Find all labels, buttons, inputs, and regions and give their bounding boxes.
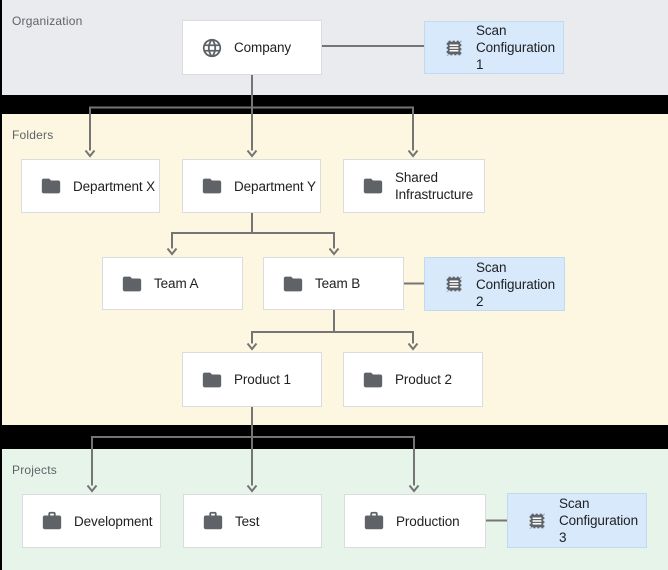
folder-icon [283, 276, 303, 291]
folder-icon [122, 276, 142, 291]
node-label: Scan Configuration 3 [559, 496, 639, 545]
node-team-a: Team A [102, 257, 243, 310]
node-scan-configuration-2: Scan Configuration 2 [424, 257, 565, 311]
node-test: Test [183, 494, 322, 548]
node-label: Department X [73, 178, 156, 194]
node-label: Company [234, 40, 292, 55]
folders-section-label: Folders [12, 128, 54, 142]
node-company: Company [182, 20, 322, 75]
node-label: Product 2 [395, 372, 452, 387]
node-label: Scan Configuration 1 [476, 23, 556, 72]
folder-icon [202, 372, 222, 387]
briefcase-icon [42, 511, 62, 530]
folder-icon [363, 178, 383, 194]
node-scan-configuration-3: Scan Configuration 3 [507, 493, 647, 548]
node-production: Production [344, 494, 486, 548]
scan-config-icon [528, 512, 546, 529]
node-label: Team A [154, 276, 199, 291]
node-label: Shared Infrastructure [395, 170, 474, 202]
organization-section: Organization [2, 0, 668, 95]
node-label: Scan Configuration 2 [476, 259, 556, 309]
node-team-b: Team B [263, 257, 404, 310]
node-scan-configuration-1: Scan Configuration 1 [424, 21, 564, 74]
scan-config-icon [445, 39, 463, 56]
projects-section-label: Projects [12, 463, 57, 477]
scan-config-icon [445, 275, 463, 293]
node-label: Department Y [234, 178, 316, 194]
folder-icon [363, 372, 383, 387]
node-department-x: Department X [21, 159, 160, 213]
node-label: Test [235, 513, 260, 529]
organization-section-label: Organization [12, 14, 83, 28]
globe-icon [202, 38, 222, 57]
node-product-1: Product 1 [182, 352, 322, 407]
node-department-y: Department Y [182, 159, 321, 213]
folder-icon [41, 178, 61, 194]
node-product-2: Product 2 [343, 352, 483, 407]
briefcase-icon [364, 511, 384, 530]
node-label: Development [74, 513, 153, 529]
node-development: Development [22, 494, 161, 548]
folder-icon [202, 178, 222, 194]
node-shared-infrastructure: Shared Infrastructure [343, 159, 485, 213]
node-label: Product 1 [234, 372, 291, 387]
node-label: Production [396, 513, 460, 529]
briefcase-icon [203, 511, 223, 530]
node-label: Team B [315, 276, 361, 291]
